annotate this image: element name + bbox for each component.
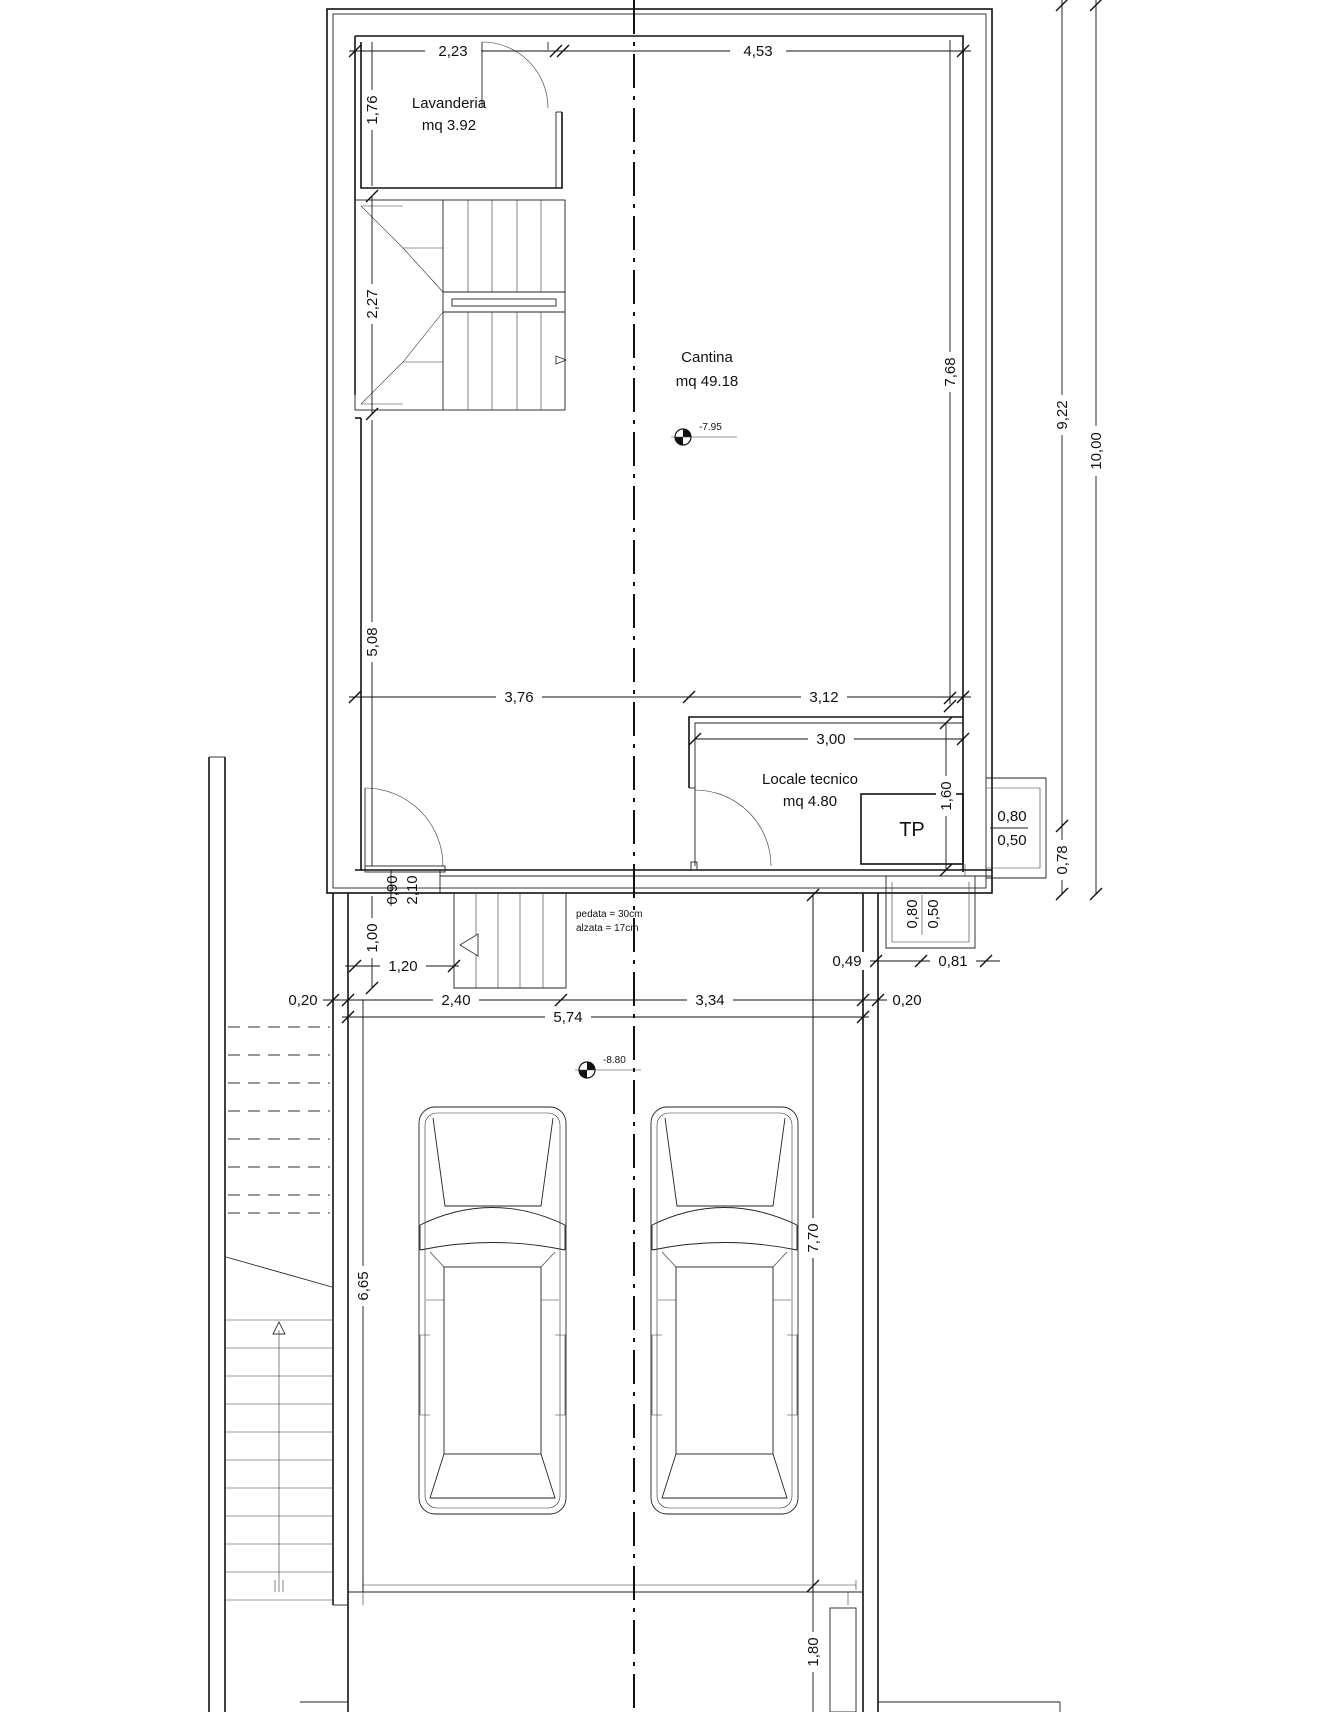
dim-0-90: 0,90 bbox=[384, 875, 401, 904]
building-walls bbox=[326, 8, 993, 894]
dim-7-70: 7,70 bbox=[805, 1223, 822, 1252]
cantina-name: Cantina bbox=[681, 349, 733, 366]
dim-3-76: 3,76 bbox=[504, 689, 533, 706]
garage-level: -8.80 bbox=[603, 1055, 626, 1066]
dim-0-78: 0,78 bbox=[1054, 845, 1071, 874]
dim-0-49: 0,49 bbox=[832, 953, 861, 970]
dim-0-80-right: 0,80 bbox=[997, 808, 1026, 825]
level-marker-cantina: -7.95 bbox=[671, 422, 737, 446]
cantina-room: Cantina mq 49.18 -7.95 bbox=[364, 349, 739, 873]
dim-1-76: 1,76 bbox=[364, 95, 381, 124]
dim-2-40: 2,40 bbox=[441, 992, 470, 1009]
dim-2-27: 2,27 bbox=[364, 289, 381, 318]
locale-tecnico-room: Locale tecnico mq 4.80 TP bbox=[688, 716, 1047, 949]
cantina-area: mq 49.18 bbox=[676, 373, 739, 390]
dim-1-60: 1,60 bbox=[938, 781, 955, 810]
internal-stair bbox=[354, 199, 568, 411]
dim-5-74: 5,74 bbox=[553, 1009, 582, 1026]
dim-0-20-right: 0,20 bbox=[892, 992, 921, 1009]
external-stair bbox=[208, 756, 333, 1712]
lavanderia-name: Lavanderia bbox=[412, 95, 487, 112]
dim-1-80: 1,80 bbox=[805, 1637, 822, 1666]
dimension-lines bbox=[283, 0, 1106, 1712]
dim-1-00: 1,00 bbox=[364, 923, 381, 952]
locale-tecnico-name: Locale tecnico bbox=[762, 771, 858, 788]
dimension-labels: 2,23 4,53 1,76 2,27 7,68 9,22 10,00 5,08… bbox=[288, 43, 1105, 1667]
dim-6-65: 6,65 bbox=[355, 1271, 372, 1300]
dim-5-08: 5,08 bbox=[364, 627, 381, 656]
locale-tecnico-area: mq 4.80 bbox=[783, 793, 837, 810]
dim-0-50-right: 0,50 bbox=[997, 832, 1026, 849]
dim-0-50-bottom: 0,50 bbox=[925, 899, 942, 928]
dim-0-80-bottom: 0,80 bbox=[904, 899, 921, 928]
dim-2-23: 2,23 bbox=[438, 43, 467, 60]
dim-1-20: 1,20 bbox=[388, 958, 417, 975]
dim-9-22: 9,22 bbox=[1054, 400, 1071, 429]
ramp-stair: pedata = 30cm alzata = 17cm bbox=[453, 893, 642, 989]
car-right bbox=[650, 1106, 799, 1515]
stair-alzata: alzata = 17cm bbox=[576, 923, 639, 934]
dim-0-81: 0,81 bbox=[938, 953, 967, 970]
dim-2-10: 2,10 bbox=[404, 875, 421, 904]
car-left bbox=[418, 1106, 567, 1515]
tp-label: TP bbox=[899, 819, 925, 841]
dim-0-20-left: 0,20 bbox=[288, 992, 317, 1009]
lavanderia-room: Lavanderia mq 3.92 bbox=[360, 41, 563, 189]
stair-pedata: pedata = 30cm bbox=[576, 909, 642, 920]
dim-3-00: 3,00 bbox=[816, 731, 845, 748]
dim-7-68: 7,68 bbox=[942, 357, 959, 386]
dim-4-53: 4,53 bbox=[743, 43, 772, 60]
lavanderia-area: mq 3.92 bbox=[422, 117, 476, 134]
dim-3-12: 3,12 bbox=[809, 689, 838, 706]
dim-3-34: 3,34 bbox=[695, 992, 724, 1009]
cantina-level: -7.95 bbox=[699, 422, 722, 433]
level-marker-garage: -8.80 bbox=[575, 1055, 641, 1079]
dim-10-00: 10,00 bbox=[1088, 432, 1105, 470]
garage-walls bbox=[300, 893, 1061, 1712]
